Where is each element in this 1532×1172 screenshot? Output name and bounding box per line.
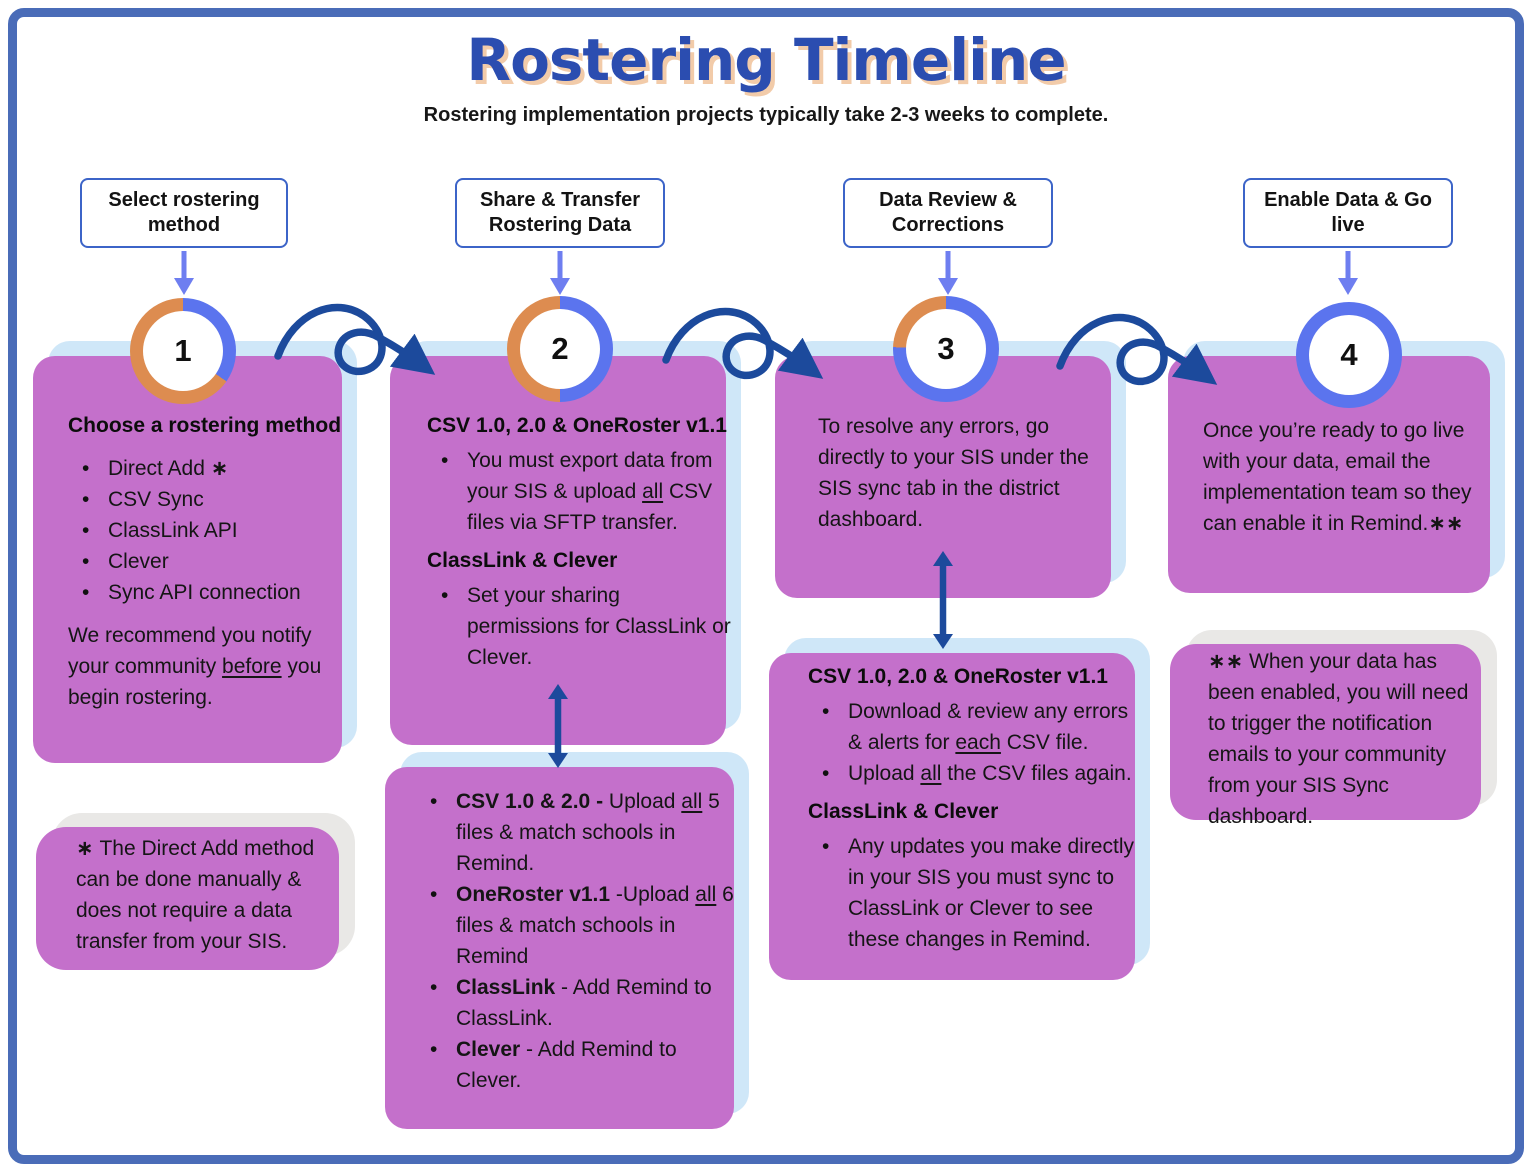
- step3-marker: 3: [893, 296, 999, 402]
- list-item: •CSV 1.0 & 2.0 - Upload all 5 files & ma…: [430, 790, 720, 875]
- list-item: •ClassLink - Add Remind to ClassLink.: [430, 976, 712, 1030]
- direct-add-footnote-text: ∗ The Direct Add method can be done manu…: [76, 837, 315, 953]
- loop-arrow-icon: [1056, 313, 1218, 386]
- step3-classlink-heading: ClassLink & Clever: [808, 800, 999, 823]
- step2-card-top: CSV 1.0, 2.0 & OneRoster v1.1 •You must …: [390, 341, 741, 745]
- list-item: •Any updates you make directly in your S…: [822, 835, 1134, 951]
- list-item: •Set your sharing permissions for ClassL…: [441, 584, 731, 669]
- step4-label: Enable Data & Go live: [1264, 189, 1432, 236]
- step3-csv-heading: CSV 1.0, 2.0 & OneRoster v1.1: [808, 665, 1108, 688]
- down-arrow-icon: [550, 251, 570, 295]
- page-title: Rostering Timeline: [466, 26, 1066, 94]
- list-item: •Upload all the CSV files again.: [822, 762, 1132, 785]
- step2-label: Share & Transfer Rostering Data: [479, 189, 641, 236]
- step3-paragraph: To resolve any errors, go directly to yo…: [818, 415, 1089, 531]
- step4-paragraph: Once you’re ready to go live with your d…: [1203, 419, 1472, 535]
- step4-number: 4: [1309, 315, 1389, 395]
- step1-label-box: Select rostering method: [80, 178, 288, 248]
- page-subtitle: Rostering implementation projects typica…: [423, 104, 1109, 126]
- step3-card-bottom: CSV 1.0, 2.0 & OneRoster v1.1 •Download …: [769, 638, 1150, 980]
- step3-label: Data Review & Corrections: [879, 189, 1017, 236]
- down-arrow-icon: [1338, 251, 1358, 295]
- list-item: •You must export data from your SIS & up…: [441, 449, 713, 534]
- list-item: •Clever - Add Remind to Clever.: [430, 1038, 677, 1092]
- list-item: •ClassLink API: [82, 519, 238, 542]
- step4-marker: 4: [1296, 302, 1402, 408]
- step4-label-box: Enable Data & Go live: [1243, 178, 1453, 248]
- step2-number: 2: [520, 309, 600, 389]
- list-item: •Direct Add ∗: [82, 457, 229, 480]
- step2-csv-heading: CSV 1.0, 2.0 & OneRoster v1.1: [427, 414, 727, 437]
- step1-number: 1: [143, 311, 223, 391]
- step1-marker: 1: [130, 298, 236, 404]
- step4-card: Once you’re ready to go live with your d…: [1168, 341, 1505, 593]
- step1-card: Choose a rostering method •Direct Add ∗ …: [33, 341, 357, 763]
- step2-card-bottom: •CSV 1.0 & 2.0 - Upload all 5 files & ma…: [385, 752, 749, 1129]
- go-live-footnote-text: ∗∗ When your data has been enabled, you …: [1208, 650, 1469, 828]
- step3-label-box: Data Review & Corrections: [843, 178, 1053, 248]
- double-arrow-icon: [933, 551, 953, 649]
- loop-arrow-icon: [662, 307, 824, 380]
- step1-label: Select rostering method: [108, 189, 260, 236]
- list-item: •Sync API connection: [82, 581, 301, 604]
- step2-label-box: Share & Transfer Rostering Data: [455, 178, 665, 248]
- go-live-footnote: ∗∗ When your data has been enabled, you …: [1170, 630, 1497, 828]
- list-item: •OneRoster v1.1 -Upload all 6 files & ma…: [430, 883, 734, 968]
- list-item: •Clever: [82, 550, 169, 573]
- list-item: •CSV Sync: [82, 488, 204, 511]
- step3-number: 3: [906, 309, 986, 389]
- loop-arrow-icon: [274, 303, 436, 376]
- list-item: •Download & review any errors & alerts f…: [822, 700, 1129, 754]
- step1-card-heading: Choose a rostering method: [68, 414, 342, 437]
- step2-classlink-heading: ClassLink & Clever: [427, 549, 618, 572]
- step1-note-paragraph: We recommend you notify your community b…: [68, 624, 322, 709]
- step2-marker: 2: [507, 296, 613, 402]
- down-arrow-icon: [938, 251, 958, 295]
- double-arrow-icon: [548, 684, 568, 768]
- down-arrow-icon: [174, 251, 194, 295]
- direct-add-footnote: ∗ The Direct Add method can be done manu…: [36, 813, 355, 970]
